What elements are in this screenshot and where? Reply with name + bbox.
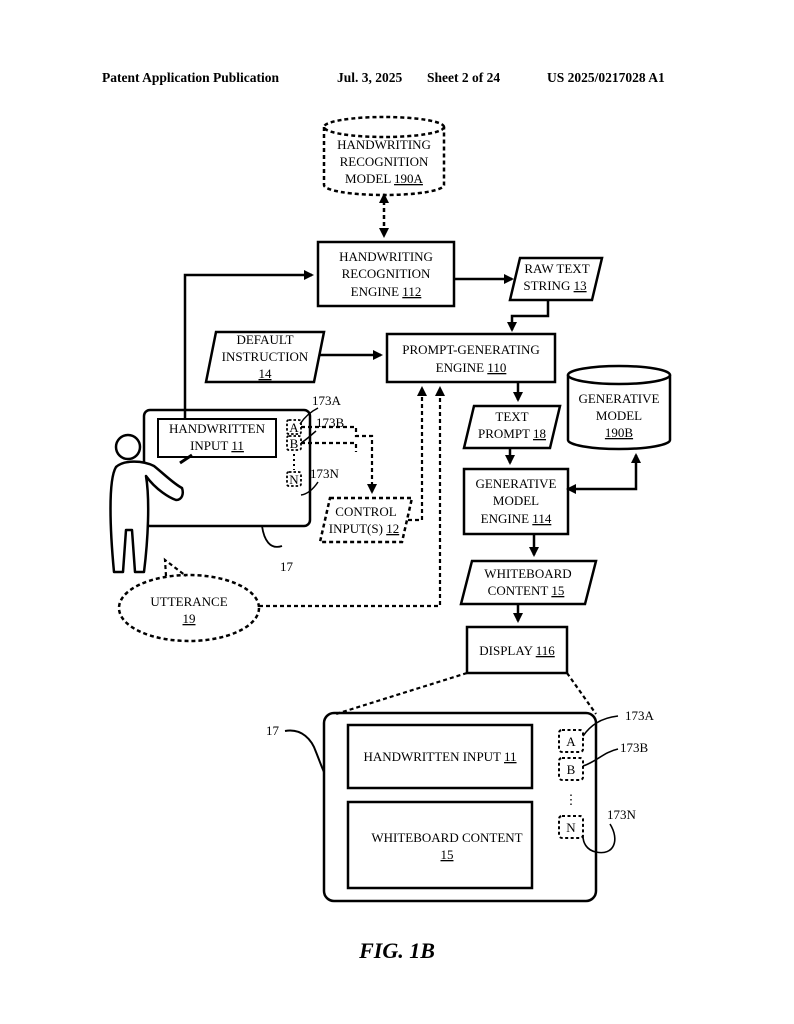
display-label: DISPLAY 116	[479, 643, 555, 658]
whiteboard-device-large	[322, 711, 598, 903]
large-button-b-label: B	[567, 762, 576, 777]
large-button-a-label: A	[566, 734, 576, 749]
small-button-b	[286, 435, 302, 451]
ref-173a-bottom: 173A	[625, 708, 655, 723]
small-button-b-label: B	[290, 436, 299, 451]
hw-input-small-line2: INPUT 11	[190, 438, 244, 453]
prompt-engine-line2: ENGINE 110	[436, 360, 507, 375]
hw-engine-line2: RECOGNITION	[342, 266, 431, 281]
text-prompt-parallelogram	[462, 404, 562, 450]
small-button-n-label: N	[289, 472, 299, 487]
hw-engine-line1: HANDWRITING	[339, 249, 433, 264]
control-line2: INPUT(S) 12	[329, 521, 399, 536]
hw-input-small-line1: HANDWRITTEN	[169, 421, 266, 436]
ref-173n-bottom-leader	[582, 823, 616, 854]
utterance-bubble	[117, 573, 261, 643]
wb-content-line1: WHITEBOARD	[484, 566, 571, 581]
text-prompt-line1: TEXT	[495, 409, 528, 424]
control-to-prompt-dotted-arrow	[408, 386, 427, 522]
small-button-n	[286, 471, 302, 487]
ref-173n-top-leader	[300, 481, 319, 496]
handwritten-input-small-box	[157, 418, 277, 458]
ref-173b-top-leader	[300, 430, 317, 444]
gen-engine-line3: ENGINE 114	[481, 511, 552, 526]
prompt-engine-line1: PROMPT-GENERATING	[402, 342, 539, 357]
raw-text-line2: STRING 13	[523, 278, 586, 293]
utterance-bubble-tail	[163, 557, 187, 577]
large-button-n-label: N	[566, 820, 576, 835]
generative-model-cylinder	[566, 364, 672, 451]
hw-model-line1: HANDWRITING	[337, 137, 431, 152]
text-prompt-line2: PROMPT 18	[478, 426, 546, 441]
prompt-generating-engine-box	[385, 332, 557, 384]
header-number: US 2025/0217028 A1	[547, 70, 665, 85]
ref-17-bottom: 17	[266, 723, 280, 738]
large-buttons-ellipsis: ⋮	[565, 792, 578, 807]
gen-model-line3: 190B	[605, 425, 634, 440]
ref-17-bottom-leader	[284, 729, 325, 773]
default-instr-line1: DEFAULT	[236, 332, 293, 347]
wb-content-large-line1: WHITEBOARD CONTENT	[371, 830, 522, 845]
ref-173a-bottom-leader	[582, 715, 619, 737]
whiteboard-content-large-box	[346, 800, 534, 890]
ref-17-top: 17	[280, 559, 294, 574]
display-box	[465, 625, 569, 675]
gen-engine-line2: MODEL	[493, 493, 539, 508]
default-instruction-parallelogram	[204, 330, 326, 384]
handwritten-input-large-box	[346, 723, 534, 790]
ref-173a-top-leader	[299, 407, 319, 425]
utterance-line2: 19	[183, 611, 196, 626]
large-button-b	[558, 757, 584, 781]
zoom-line-left	[335, 671, 468, 716]
input-to-hw-engine-arrow	[183, 270, 314, 419]
raw-text-string-parallelogram	[508, 256, 604, 302]
ref-173n-bottom: 173N	[607, 807, 637, 822]
zoom-line-right	[566, 672, 597, 715]
gen-model-line1: GENERATIVE	[579, 391, 660, 406]
gen-engine-line1: GENERATIVE	[476, 476, 557, 491]
ref-173a-top: 173A	[312, 393, 342, 408]
engine-model-bidirectional-arrow	[566, 453, 641, 494]
hw-input-large-label: HANDWRITTEN INPUT 11	[363, 749, 516, 764]
device-stand-curve	[261, 525, 283, 548]
large-button-n	[558, 815, 584, 839]
header-publication: Patent Application Publication	[102, 70, 280, 85]
ref-173b-bottom-leader	[582, 748, 619, 767]
control-line1: CONTROL	[335, 504, 396, 519]
ref-173n-top: 173N	[310, 466, 340, 481]
hw-engine-line3: ENGINE 112	[351, 284, 422, 299]
gen-model-line2: MODEL	[596, 408, 642, 423]
wb-content-large-line2: 15	[441, 847, 454, 862]
ref-173b-bottom: 173B	[620, 740, 649, 755]
header-sheet: Sheet 2 of 24	[427, 70, 501, 85]
header-date: Jul. 3, 2025	[337, 70, 403, 85]
hw-model-line3: MODEL 190A	[345, 171, 424, 186]
hw-model-line2: RECOGNITION	[340, 154, 429, 169]
whiteboard-content-parallelogram	[459, 559, 598, 606]
small-button-a-label: A	[289, 420, 299, 435]
default-instr-line2: INSTRUCTION	[222, 349, 309, 364]
raw-text-line1: RAW TEXT	[524, 261, 589, 276]
default-instr-line3: 14	[259, 366, 273, 381]
raw-text-to-prompt-arrow	[507, 300, 550, 332]
handwriting-recognition-engine-box	[316, 240, 456, 308]
large-button-a	[558, 729, 584, 753]
small-button-a	[286, 419, 302, 435]
wb-content-line2: CONTENT 15	[488, 583, 565, 598]
control-inputs-parallelogram	[318, 496, 414, 544]
generative-model-engine-box	[462, 467, 570, 536]
utterance-line1: UTTERANCE	[150, 594, 227, 609]
buttons-to-control-dotted-arrow	[301, 425, 377, 494]
figure-caption: FIG. 1B	[359, 938, 435, 963]
user-figure	[109, 433, 193, 574]
